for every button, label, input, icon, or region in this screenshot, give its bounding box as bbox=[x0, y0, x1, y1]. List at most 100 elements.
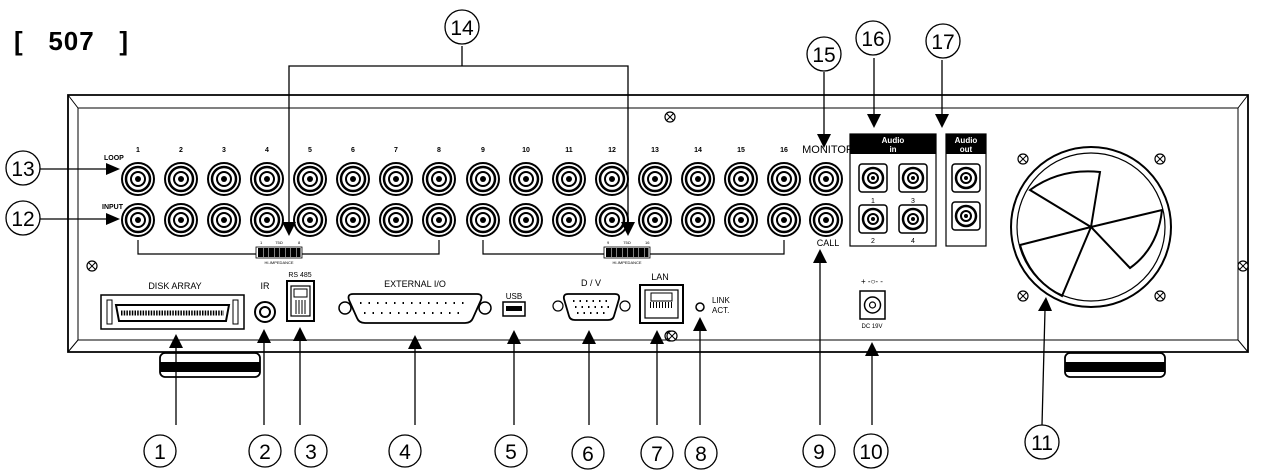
svg-text:1: 1 bbox=[260, 240, 263, 245]
link-act-led-icon bbox=[695, 302, 705, 312]
vga-port-icon bbox=[552, 293, 631, 321]
bnc-connector-icon bbox=[378, 202, 414, 238]
callout-2: 2 bbox=[248, 434, 282, 468]
bnc-connector-icon bbox=[551, 161, 587, 197]
bnc-connector-icon bbox=[292, 161, 328, 197]
svg-text:16: 16 bbox=[861, 28, 884, 51]
callout-12: 12 bbox=[5, 200, 41, 236]
bnc-connector-icon bbox=[163, 202, 199, 238]
svg-text:4: 4 bbox=[399, 441, 411, 464]
bnc-connector-icon bbox=[680, 202, 716, 238]
bnc-connector-icon bbox=[335, 161, 371, 197]
bnc-connector-icon bbox=[766, 202, 802, 238]
bnc-connector-icon bbox=[637, 202, 673, 238]
page-number: [ 507 ] bbox=[14, 26, 130, 56]
channel-number: 3 bbox=[222, 147, 226, 154]
audio-rca-jack-icon bbox=[857, 203, 889, 235]
svg-text:2: 2 bbox=[259, 441, 271, 464]
audio-rca-jack-icon bbox=[950, 200, 982, 232]
svg-text:out: out bbox=[960, 145, 973, 154]
channel-number: 9 bbox=[481, 147, 485, 154]
callout-11: 11 bbox=[1024, 424, 1060, 460]
bnc-connector-icon bbox=[723, 161, 759, 197]
link-act-label: LINK bbox=[712, 296, 730, 305]
svg-text:11: 11 bbox=[1031, 432, 1053, 455]
svg-text:4: 4 bbox=[911, 238, 915, 245]
svg-text:12: 12 bbox=[11, 208, 34, 231]
svg-text:8: 8 bbox=[298, 240, 301, 245]
loop-label: LOOP bbox=[104, 155, 124, 162]
bnc-connector-icon bbox=[206, 161, 242, 197]
dc-power-label: DC 19V bbox=[861, 324, 882, 330]
callout-1: 1 bbox=[143, 434, 177, 468]
bnc-connector-icon bbox=[421, 202, 457, 238]
callout-13: 13 bbox=[5, 150, 41, 186]
usb-label: USB bbox=[506, 292, 522, 301]
bnc-connector-icon bbox=[723, 202, 759, 238]
bnc-connector-icon bbox=[465, 161, 501, 197]
channel-number: 16 bbox=[780, 147, 788, 154]
svg-text:2: 2 bbox=[871, 238, 875, 245]
channel-number: 15 bbox=[737, 147, 745, 154]
monitor-label: MONITOR bbox=[802, 144, 854, 156]
svg-text:7: 7 bbox=[651, 443, 663, 466]
rs485-port-icon bbox=[286, 280, 315, 322]
external-io-label: EXTERNAL I/O bbox=[384, 279, 446, 289]
cooling-fan-icon bbox=[1010, 146, 1172, 308]
svg-text:8: 8 bbox=[695, 443, 707, 466]
screw-icon bbox=[664, 111, 676, 123]
channel-number: 12 bbox=[608, 147, 616, 154]
svg-text:75Ω: 75Ω bbox=[275, 240, 282, 245]
dv-label: D / V bbox=[581, 278, 601, 288]
bnc-connector-icon bbox=[249, 161, 285, 197]
callout-9: 9 bbox=[802, 434, 836, 468]
channel-number: 14 bbox=[694, 147, 702, 154]
bnc-connector-icon bbox=[378, 161, 414, 197]
bnc-connector-icon bbox=[465, 202, 501, 238]
callout-10: 10 bbox=[853, 433, 889, 469]
callout-16: 16 bbox=[855, 20, 891, 56]
bnc-connector-icon bbox=[551, 202, 587, 238]
input-label: INPUT bbox=[102, 204, 124, 211]
arrowheads bbox=[106, 114, 1052, 356]
channel-number: 2 bbox=[179, 147, 183, 154]
bnc-connector-icon bbox=[163, 161, 199, 197]
dip-switch-left: 1 75Ω 8 HI-IMPEDANCE bbox=[255, 240, 303, 265]
channel-number: 7 bbox=[394, 147, 398, 154]
bnc-connector-icon bbox=[680, 161, 716, 197]
channel-number: 11 bbox=[565, 147, 573, 154]
hi-impedance-label: HI-IMPEDANCE bbox=[264, 260, 293, 265]
svg-text:3: 3 bbox=[911, 198, 915, 205]
svg-text:1: 1 bbox=[154, 441, 166, 464]
callout-14-bracket bbox=[288, 65, 629, 224]
svg-text:Audio: Audio bbox=[882, 136, 905, 145]
channel-number-row: 1 2 3 4 5 6 7 8 9 10 11 12 13 14 15 16 bbox=[136, 147, 788, 154]
bnc-connector-icon bbox=[594, 161, 630, 197]
lan-port-icon bbox=[639, 284, 684, 324]
audio-rca-jack-icon bbox=[950, 162, 982, 194]
callout-markers: 1 2 3 4 5 6 7 8 9 10 11 12 13 14 15 16 1… bbox=[5, 9, 1060, 470]
bnc-connector-icon bbox=[292, 202, 328, 238]
svg-text:1: 1 bbox=[871, 198, 875, 205]
channel-number: 13 bbox=[651, 147, 659, 154]
channel-number: 10 bbox=[522, 147, 530, 154]
channel-number: 6 bbox=[351, 147, 355, 154]
bnc-connector-icon bbox=[120, 161, 156, 197]
bnc-connector-icon bbox=[249, 202, 285, 238]
svg-text:75Ω: 75Ω bbox=[623, 240, 630, 245]
callout-5: 5 bbox=[494, 434, 528, 468]
bnc-connector-icon bbox=[637, 161, 673, 197]
callout-4: 4 bbox=[388, 434, 422, 468]
ir-jack-icon bbox=[254, 301, 276, 323]
ir-label: IR bbox=[261, 281, 271, 291]
channel-number: 5 bbox=[308, 147, 312, 154]
external-io-connector-icon bbox=[338, 293, 492, 324]
bnc-connector-icon bbox=[335, 202, 371, 238]
callout-14: 14 bbox=[444, 9, 480, 45]
svg-text:10: 10 bbox=[859, 441, 882, 464]
callout-15: 15 bbox=[806, 36, 842, 72]
bnc-connector-icon bbox=[766, 161, 802, 197]
callout-6: 6 bbox=[571, 436, 605, 470]
svg-text:9: 9 bbox=[813, 441, 825, 464]
